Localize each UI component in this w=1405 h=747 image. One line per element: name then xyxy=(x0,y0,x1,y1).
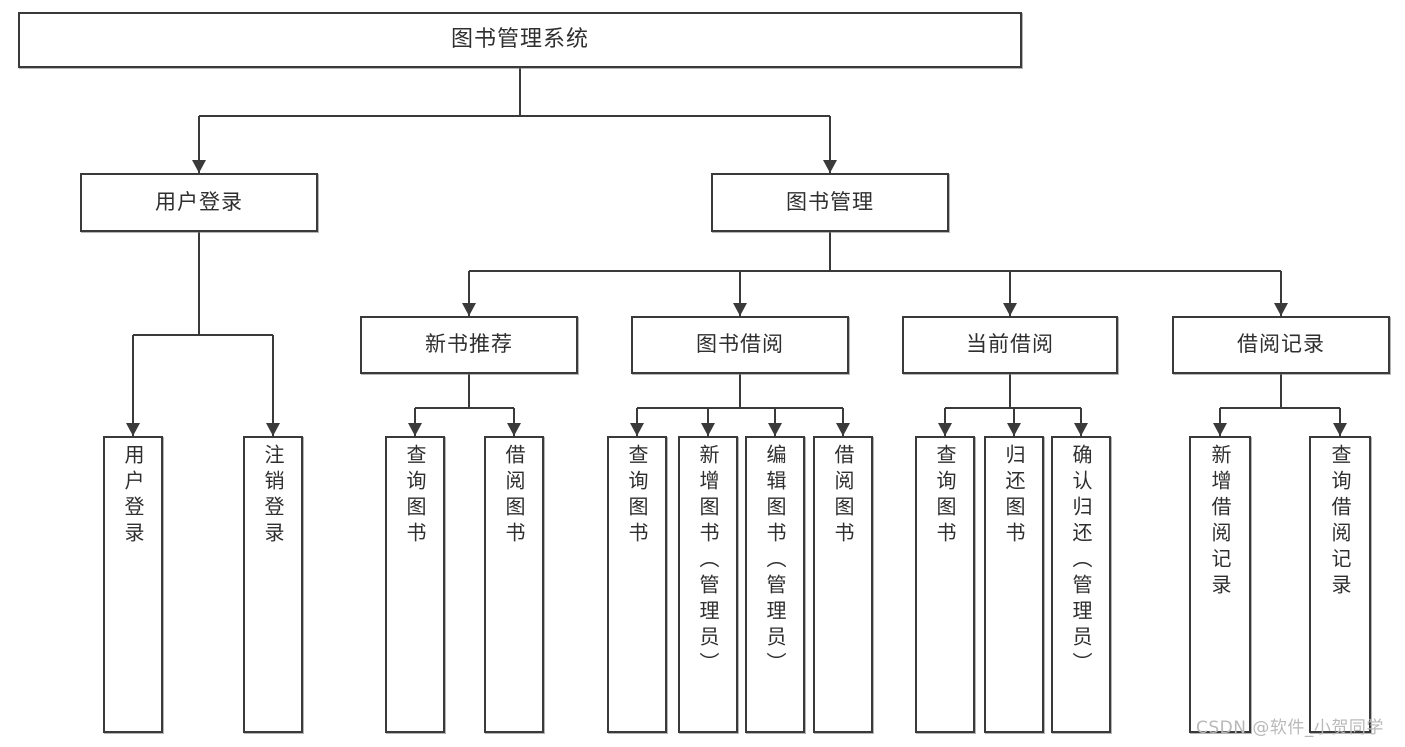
node-leaf-return-book[interactable]: 归还图书 xyxy=(984,436,1044,733)
node-current-borrow-label: 当前借阅 xyxy=(966,332,1054,357)
arrowhead-leaf-user-login xyxy=(126,423,140,436)
node-leaf-confirm-return-admin[interactable]: 确认归还（管理员） xyxy=(1051,436,1111,733)
node-user-login[interactable]: 用户登录 xyxy=(80,173,318,232)
node-book-manage[interactable]: 图书管理 xyxy=(711,173,949,232)
node-leaf-add-borrow-record[interactable]: 新增借阅记录 xyxy=(1189,436,1251,733)
connector-to-leaf-add-book-admin xyxy=(707,408,709,436)
node-leaf-add-book-admin-label: 新增图书（管理员） xyxy=(696,444,720,678)
connector-user-login-bus xyxy=(133,334,273,336)
connector-to-leaf-edit-book-admin xyxy=(774,408,776,436)
node-user-login-label: 用户登录 xyxy=(155,189,243,214)
node-leaf-query-book-current-label: 查询图书 xyxy=(933,444,957,548)
connector-to-current-borrow xyxy=(1009,271,1011,316)
connector-to-leaf-user-login xyxy=(132,335,134,436)
arrowhead-borrow-record xyxy=(1274,303,1288,316)
connector-borrow-record-bus xyxy=(1220,407,1340,409)
node-leaf-borrow-book[interactable]: 借阅图书 xyxy=(813,436,873,733)
node-new-book-recommend-label: 新书推荐 xyxy=(425,332,513,357)
connector-to-leaf-borrow-book xyxy=(842,408,844,436)
connector-borrow-record-stem xyxy=(1280,374,1282,408)
node-leaf-add-book-admin[interactable]: 新增图书（管理员） xyxy=(678,436,738,733)
node-leaf-query-borrow-record[interactable]: 查询借阅记录 xyxy=(1309,436,1371,733)
arrowhead-leaf-borrow-book-rec xyxy=(507,423,521,436)
node-leaf-user-logout[interactable]: 注销登录 xyxy=(243,436,303,733)
arrowhead-leaf-query-book-borrow xyxy=(630,423,644,436)
node-leaf-borrow-book-label: 借阅图书 xyxy=(831,444,855,548)
connector-book-borrow-bus xyxy=(637,407,843,409)
connector-to-borrow-record xyxy=(1280,271,1282,316)
connector-to-book-manage xyxy=(829,116,831,173)
node-leaf-query-book-borrow-label: 查询图书 xyxy=(625,444,649,548)
connector-to-leaf-query-book-rec xyxy=(414,408,416,436)
arrowhead-book-manage xyxy=(823,160,837,173)
arrowhead-book-borrow xyxy=(733,303,747,316)
connector-to-new-book-recommend xyxy=(468,271,470,316)
arrowhead-user-login xyxy=(192,160,206,173)
connector-to-leaf-query-borrow-record xyxy=(1339,408,1341,436)
node-leaf-user-login-label: 用户登录 xyxy=(121,444,145,548)
node-current-borrow[interactable]: 当前借阅 xyxy=(902,316,1118,374)
node-borrow-record[interactable]: 借阅记录 xyxy=(1172,316,1390,374)
node-borrow-record-label: 借阅记录 xyxy=(1237,332,1325,357)
connector-to-leaf-return-book xyxy=(1013,408,1015,436)
arrowhead-leaf-edit-book-admin xyxy=(768,423,782,436)
arrowhead-leaf-user-logout xyxy=(266,423,280,436)
connector-to-leaf-user-logout xyxy=(272,335,274,436)
node-leaf-query-book-borrow[interactable]: 查询图书 xyxy=(607,436,667,733)
connector-to-leaf-borrow-book-rec xyxy=(513,408,515,436)
node-book-borrow[interactable]: 图书借阅 xyxy=(631,316,849,374)
node-leaf-return-book-label: 归还图书 xyxy=(1002,444,1026,548)
node-leaf-add-borrow-record-label: 新增借阅记录 xyxy=(1208,444,1232,600)
arrowhead-new-book-recommend xyxy=(462,303,476,316)
arrowhead-leaf-add-borrow-record xyxy=(1213,423,1227,436)
node-root-label: 图书管理系统 xyxy=(450,26,589,52)
node-leaf-edit-book-admin-label: 编辑图书（管理员） xyxy=(763,444,787,678)
connector-to-leaf-query-book-current xyxy=(944,408,946,436)
connector-book-manage-stem xyxy=(829,232,831,271)
connector-to-leaf-query-book-borrow xyxy=(636,408,638,436)
node-leaf-query-book-current[interactable]: 查询图书 xyxy=(915,436,975,733)
connector-to-book-borrow xyxy=(739,271,741,316)
connector-new-book-recommend-stem xyxy=(468,374,470,408)
connector-root-bus xyxy=(199,115,830,117)
connector-current-borrow-stem xyxy=(1009,374,1011,408)
csdn-watermark: CSDN @软件_小贺同学 xyxy=(1196,718,1384,738)
node-book-manage-label: 图书管理 xyxy=(786,189,874,214)
connector-to-leaf-add-borrow-record xyxy=(1219,408,1221,436)
node-new-book-recommend[interactable]: 新书推荐 xyxy=(360,316,578,374)
connector-to-user-login xyxy=(198,116,200,173)
node-leaf-borrow-book-rec-label: 借阅图书 xyxy=(502,444,526,548)
arrowhead-leaf-borrow-book xyxy=(836,423,850,436)
connector-user-login-stem xyxy=(198,232,200,335)
node-root[interactable]: 图书管理系统 xyxy=(18,12,1022,68)
connector-book-borrow-stem xyxy=(739,374,741,408)
arrowhead-leaf-query-book-current xyxy=(938,423,952,436)
node-book-borrow-label: 图书借阅 xyxy=(696,332,784,357)
arrowhead-leaf-add-book-admin xyxy=(701,423,715,436)
arrowhead-current-borrow xyxy=(1003,303,1017,316)
node-leaf-query-borrow-record-label: 查询借阅记录 xyxy=(1328,444,1352,600)
connector-new-book-recommend-bus xyxy=(415,407,514,409)
node-leaf-query-book-rec-label: 查询图书 xyxy=(403,444,427,548)
arrowhead-leaf-return-book xyxy=(1007,423,1021,436)
arrowhead-leaf-query-book-rec xyxy=(408,423,422,436)
node-leaf-confirm-return-admin-label: 确认归还（管理员） xyxy=(1069,444,1093,678)
node-leaf-user-login[interactable]: 用户登录 xyxy=(103,436,163,733)
arrowhead-leaf-query-borrow-record xyxy=(1333,423,1347,436)
connector-book-manage-bus xyxy=(469,270,1281,272)
node-leaf-user-logout-label: 注销登录 xyxy=(261,444,285,548)
connector-root-stem xyxy=(519,68,521,116)
arrowhead-leaf-confirm-return-admin xyxy=(1074,423,1088,436)
connector-to-leaf-confirm-return-admin xyxy=(1080,408,1082,436)
node-leaf-edit-book-admin[interactable]: 编辑图书（管理员） xyxy=(745,436,805,733)
node-leaf-borrow-book-rec[interactable]: 借阅图书 xyxy=(484,436,544,733)
node-leaf-query-book-rec[interactable]: 查询图书 xyxy=(385,436,445,733)
